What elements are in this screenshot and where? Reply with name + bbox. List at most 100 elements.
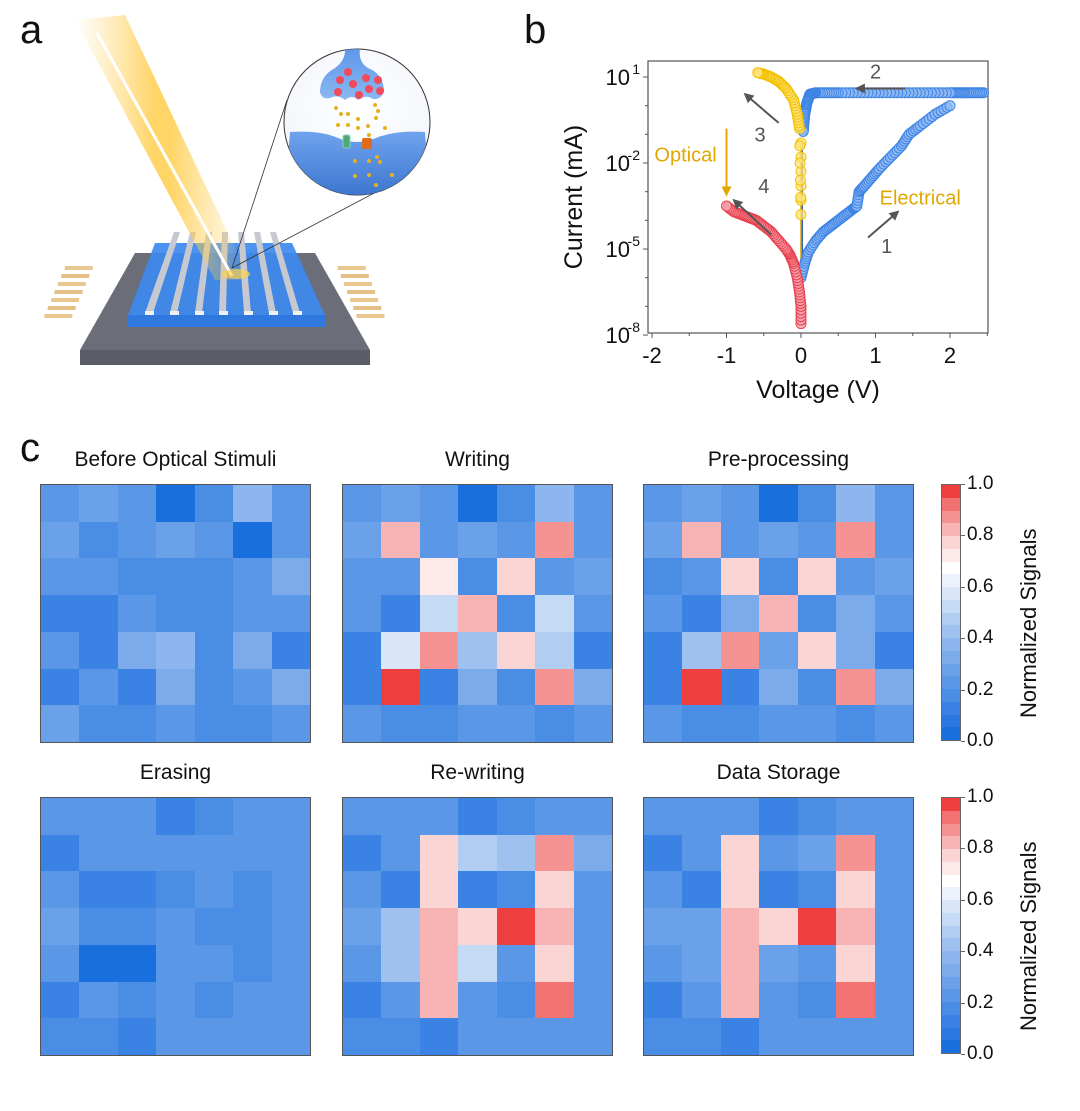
colorbar-label-bottom: Normalized Signals <box>1016 841 1041 1031</box>
heatmap-cell <box>836 631 875 669</box>
heatmap-cell <box>117 705 157 742</box>
heatmap-cell <box>573 485 612 522</box>
heatmap-cell <box>419 705 459 742</box>
heatmap-cell <box>271 1018 310 1055</box>
colorbar-step <box>942 874 960 888</box>
receptor <box>362 138 372 149</box>
series-blue <box>797 87 990 137</box>
heatmap-grid <box>342 797 613 1056</box>
heatmap-cell <box>720 705 760 742</box>
heatmap-cell <box>644 668 683 706</box>
heatmap-cell <box>720 485 760 522</box>
heatmap-cell <box>720 558 760 596</box>
y-tick-exponent: -2 <box>628 147 641 163</box>
colorbar-tick <box>961 899 965 901</box>
data-point <box>721 200 732 212</box>
heatmap-cell <box>41 705 80 742</box>
heatmap-cell <box>233 595 272 632</box>
heatmap-cell <box>41 1018 80 1055</box>
heatmap-cell <box>644 1018 683 1055</box>
colorbar-step <box>942 938 960 951</box>
step-number: 2 <box>870 61 881 83</box>
y-axis-label: Current (mA) <box>560 125 588 269</box>
colorbar-tick-label: 1.0 <box>967 473 994 494</box>
heatmap-cell <box>79 595 118 632</box>
heatmap-cell <box>194 595 234 632</box>
heatmap-cell <box>41 834 80 872</box>
heatmap-cell <box>759 871 798 909</box>
heatmap-cell <box>194 981 234 1019</box>
heatmap-cell <box>496 705 536 742</box>
heatmap-cell <box>535 595 574 632</box>
heatmap-cell <box>343 871 382 909</box>
heatmap-cell <box>797 668 837 706</box>
heatmap-cell <box>117 981 157 1019</box>
step-arrow <box>867 210 900 239</box>
heatmap-cell <box>682 1018 721 1055</box>
y-tick-exponent: -5 <box>628 233 641 249</box>
heatmap-cell <box>874 908 913 945</box>
colorbar-label-top: Normalized Signals <box>1016 528 1041 718</box>
heatmap-cell <box>156 705 195 742</box>
heatmap-cell <box>419 908 459 945</box>
heatmap-cell <box>573 798 612 835</box>
heatmap-cell <box>573 705 612 742</box>
heatmap-cell <box>759 631 798 669</box>
heatmap-cell <box>194 705 234 742</box>
heatmap-cell <box>573 595 612 632</box>
heatmap-cell <box>41 521 80 559</box>
heatmap-cell <box>233 981 272 1019</box>
heatmap-cell <box>644 705 683 742</box>
colorbar-step <box>942 861 960 875</box>
heatmap-cell <box>233 798 272 835</box>
heatmap-cell <box>573 1018 612 1055</box>
heatmap-cell <box>117 908 157 945</box>
heatmap-cell <box>156 798 195 835</box>
heatmap-cell <box>874 798 913 835</box>
heatmap-cell <box>343 798 382 835</box>
heatmap-cell <box>644 631 683 669</box>
heatmap-cell <box>233 521 272 559</box>
heatmap-cell <box>759 908 798 945</box>
heatmap-cell <box>496 1018 536 1055</box>
heatmap-cell <box>797 1018 837 1055</box>
x-tick-label: 1 <box>869 343 881 368</box>
heatmap-cell <box>458 595 497 632</box>
heatmap-cell <box>836 705 875 742</box>
panel-label-a: a <box>20 8 43 52</box>
heatmap-cell <box>535 705 574 742</box>
heatmap-cell <box>79 705 118 742</box>
heatmap-cell <box>797 485 837 522</box>
data-point <box>794 174 806 186</box>
panel-label-b: b <box>524 8 547 52</box>
heatmap-cell <box>233 631 272 669</box>
heatmap-cell <box>644 944 683 982</box>
heatmap-cell <box>496 798 536 835</box>
y-tick-exponent: 1 <box>632 61 640 77</box>
heatmap-cell <box>573 944 612 982</box>
colorbar-tick-label: 0.6 <box>967 888 994 910</box>
heatmap-cell <box>535 1018 574 1055</box>
heatmap-cell <box>79 521 118 559</box>
heatmap-cell <box>720 631 760 669</box>
panel-label-c: c <box>20 426 40 470</box>
heatmap-cell <box>874 668 913 706</box>
step-number: 3 <box>754 124 765 146</box>
colorbar-tick-label: 0.4 <box>967 627 994 649</box>
colorbar-tick <box>961 535 965 537</box>
colorbar-tick-label: 0.2 <box>967 991 994 1013</box>
heatmap-cell <box>79 1018 118 1055</box>
heatmap-cell <box>535 871 574 909</box>
heatmap-cell <box>458 944 497 982</box>
heatmap-cell <box>271 834 310 872</box>
y-tick-label: 10 <box>606 323 630 348</box>
heatmap-cell <box>271 521 310 559</box>
heatmap-cell <box>759 798 798 835</box>
heatmap-cell <box>874 521 913 559</box>
heatmap-cell <box>836 521 875 559</box>
colorbar-step <box>942 676 960 689</box>
heatmap-cell <box>535 981 574 1019</box>
heatmap-cell <box>233 908 272 945</box>
heatmap-cell <box>194 798 234 835</box>
heatmap-cell <box>644 908 683 945</box>
